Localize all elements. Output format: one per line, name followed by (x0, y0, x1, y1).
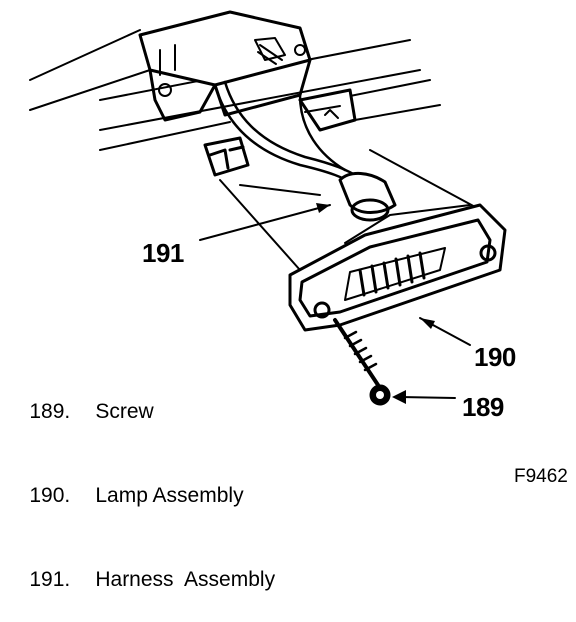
legend-number: 189. (29, 400, 71, 423)
legend-number: 191. (29, 568, 71, 591)
arrowhead-190 (420, 318, 435, 329)
leader-191 (199, 204, 331, 241)
lamp-assembly (288, 203, 507, 332)
connector-clip (203, 136, 250, 177)
legend-label: Screw (95, 400, 154, 423)
harness-socket (338, 172, 397, 222)
leader-189 (399, 396, 456, 399)
lamp-assembly-diagram (29, 10, 507, 406)
screw-icon (333, 318, 391, 406)
legend-label: Harness Assembly (95, 568, 276, 591)
arrowhead-189 (392, 390, 406, 404)
legend-row-screw: 189. Screw (6, 370, 275, 454)
figure-id: F9462 (514, 466, 568, 487)
callout-191: 191 (142, 238, 184, 268)
legend-row-harness-assembly: 191. Harness Assembly (6, 538, 275, 622)
legend-label: Lamp Assembly (95, 484, 244, 507)
callout-189: 189 (462, 392, 504, 422)
leader-arrowheads (316, 203, 435, 404)
arrowhead-191 (316, 203, 330, 213)
parts-legend: 189. Screw 190. Lamp Assembly 191. Harness … (6, 370, 275, 622)
mounting-bracket (138, 10, 357, 132)
callout-190: 190 (474, 342, 516, 372)
legend-row-lamp-assembly: 190. Lamp Assembly (6, 454, 275, 538)
legend-number: 190. (29, 484, 71, 507)
